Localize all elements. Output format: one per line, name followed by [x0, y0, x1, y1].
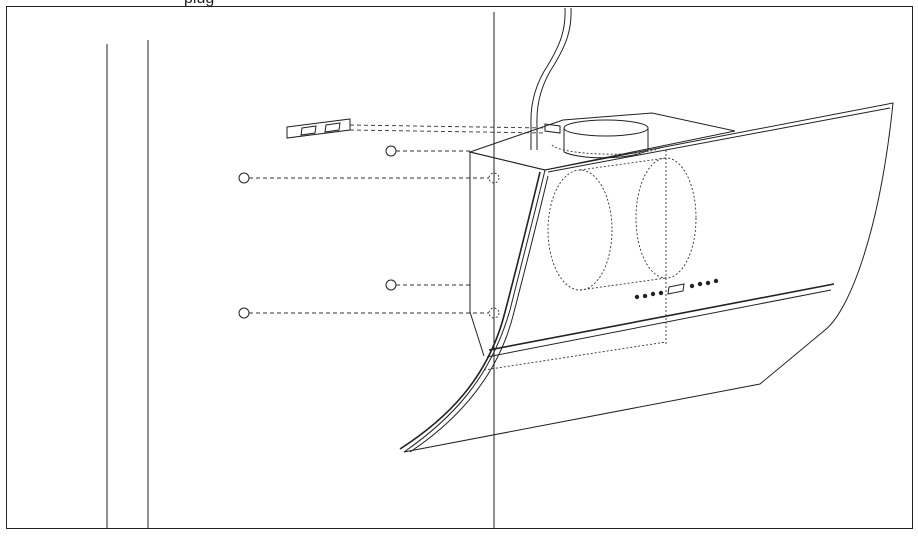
control-button-icon — [634, 294, 640, 300]
screw-hole-icon — [488, 172, 500, 184]
internal-fan-cylinder — [483, 150, 697, 371]
hood-body — [468, 112, 736, 357]
control-button-icon — [689, 283, 695, 289]
control-button-icon — [713, 278, 719, 284]
power-cable — [530, 7, 572, 150]
control-button-icon — [697, 281, 703, 287]
screw-hole-icon — [385, 279, 397, 291]
control-button-icon — [658, 290, 664, 296]
control-button-icon — [650, 291, 656, 297]
control-button-icon — [642, 293, 648, 299]
screw-holes — [238, 145, 500, 319]
screw-hole-icon — [385, 145, 397, 157]
control-panel — [634, 278, 719, 300]
outer-frame — [6, 6, 913, 529]
display-window-icon — [667, 283, 685, 295]
mounting-bracket — [286, 118, 561, 139]
duct-collar — [551, 119, 661, 159]
screw-hole-icon — [238, 307, 250, 319]
screw-hole-icon — [238, 172, 250, 184]
caption-text: plug — [184, 0, 214, 7]
glass-front-panel — [399, 102, 894, 453]
screw-hole-icon — [488, 307, 500, 319]
wall-lines — [106, 12, 495, 528]
control-button-icon — [705, 280, 711, 286]
